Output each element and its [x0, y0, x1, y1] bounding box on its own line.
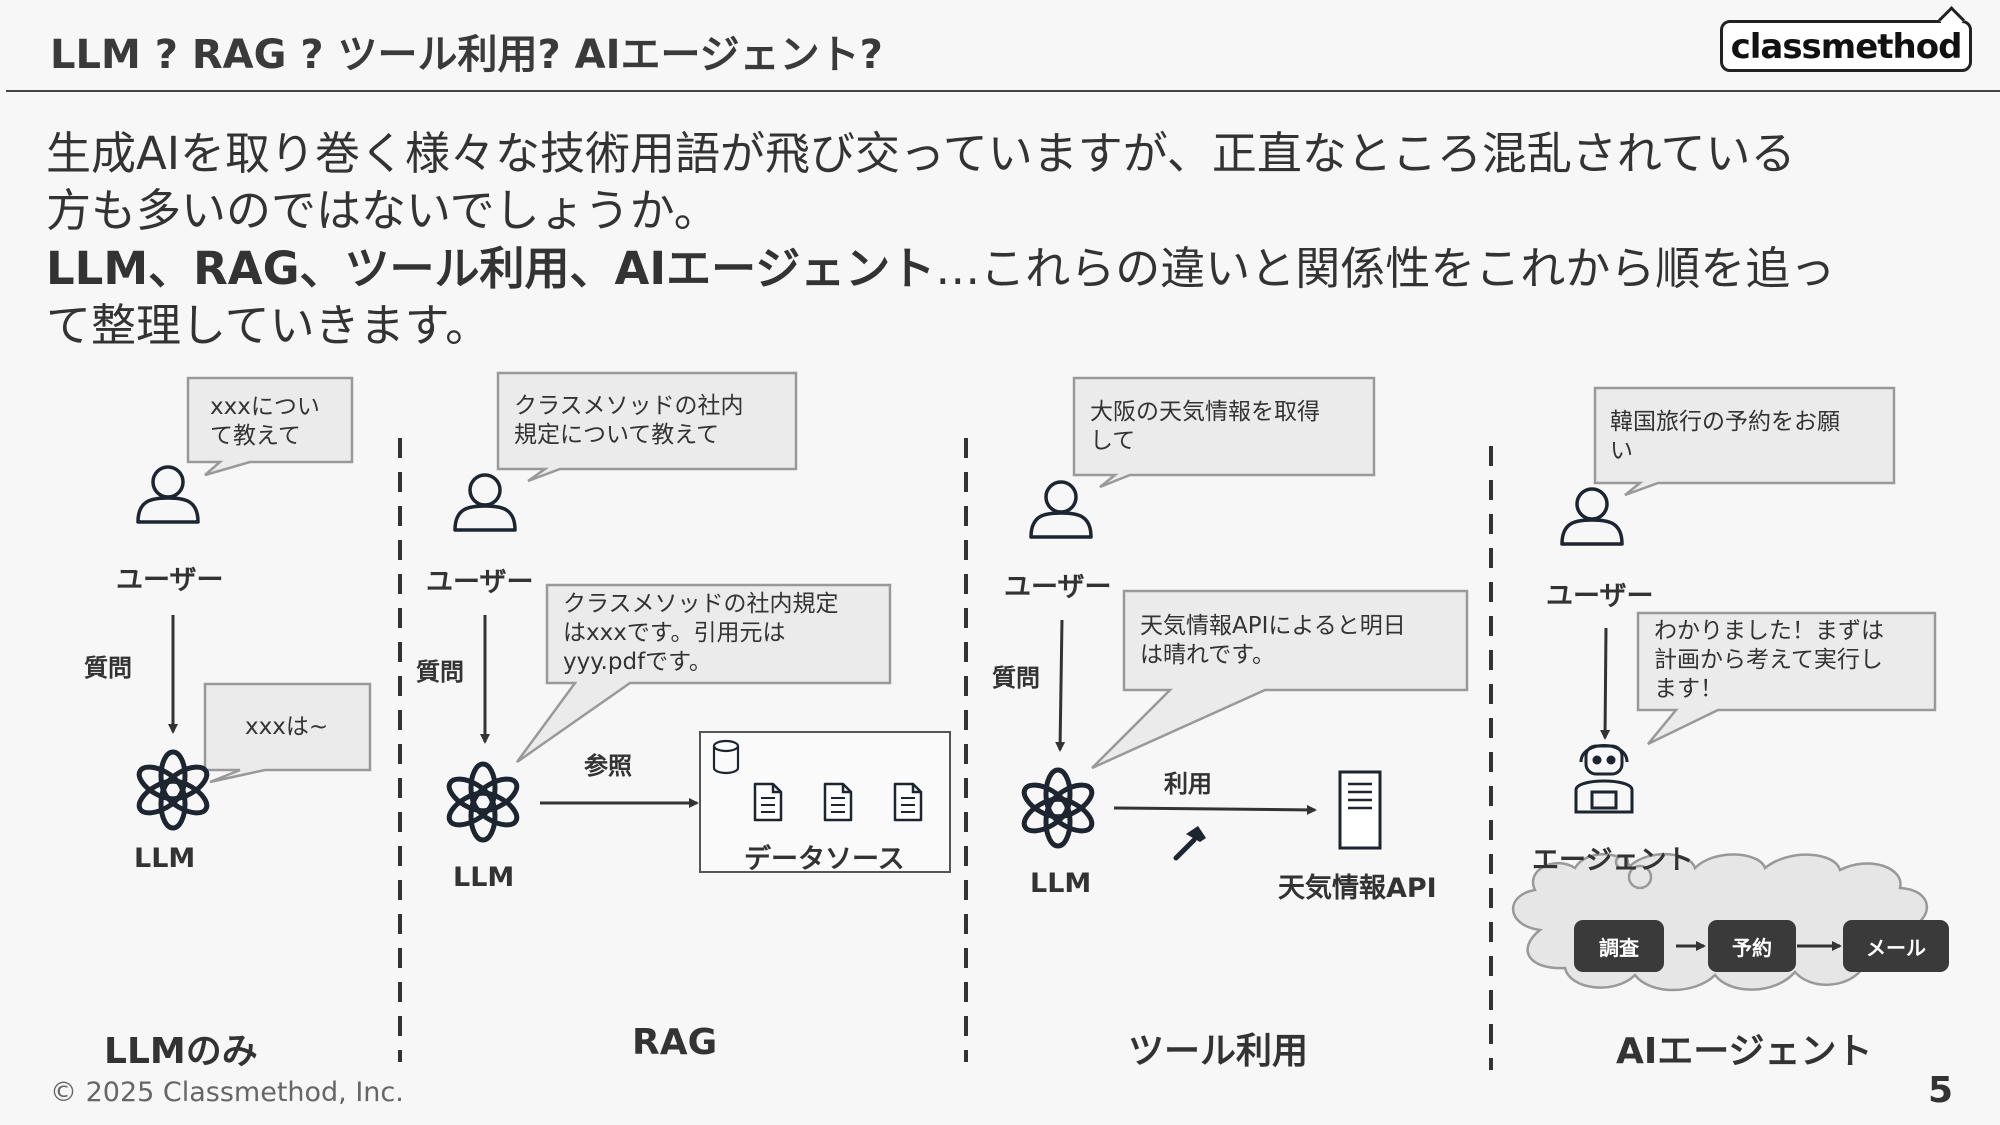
tool-use-arrow: [1113, 804, 1317, 815]
hammer-icon: [1173, 826, 1206, 861]
weather-api-label: 天気情報API: [1278, 873, 1437, 904]
rag-model-label: LLM: [453, 862, 515, 893]
step-research: 調査: [1574, 920, 1664, 972]
rag-openai-icon: [444, 764, 522, 840]
tool-use-label: 利用: [1164, 770, 1212, 798]
tool-llm-bubble: [1091, 589, 1469, 770]
copyright: © 2025 Classmethod, Inc.: [50, 1077, 404, 1108]
document-icon-3: [893, 782, 923, 822]
tool-user-bubble: [1072, 376, 1376, 489]
agent-request-arrow: [1600, 627, 1611, 740]
agent-user-label: ユーザー: [1546, 581, 1654, 612]
rag-llm-bubble: [515, 583, 892, 764]
intro-terms: LLM、RAG、ツール利用、AIエージェント: [46, 242, 936, 295]
document-icon-1: [753, 782, 783, 822]
step-email: メール: [1843, 920, 1949, 972]
tool-model-label: LLM: [1030, 868, 1092, 899]
intro-line-3: LLM、RAG、ツール利用、AIエージェント…これらの違いと関係性をこれから順を…: [46, 241, 1835, 297]
agent-robot-icon: [1574, 744, 1634, 814]
agent-user-icon: [1560, 487, 1624, 546]
api-server-icon: [1338, 770, 1382, 850]
intro-line-2: 方も多いのではないでしょうか。: [46, 184, 719, 237]
rag-user-bubble-text: クラスメソッドの社内 規定について教えて: [514, 393, 744, 448]
page-number: 5: [1928, 1070, 1954, 1111]
llm-only-user-bubble-text: xxxについ て教えて: [210, 394, 320, 449]
rag-reference-label: 参照: [584, 752, 632, 780]
logo-text: classmethod: [1730, 27, 1963, 67]
agent-user-bubble: [1593, 386, 1896, 497]
llm-only-user-bubble: [186, 376, 354, 477]
llm-only-user-label: ユーザー: [116, 565, 224, 596]
tool-openai-icon: [1019, 770, 1097, 846]
agent-reply-bubble-text: わかりました！まずは 計画から考えて実行し ます！: [1654, 618, 1884, 702]
tool-user-icon: [1029, 480, 1093, 539]
rag-user-bubble: [496, 371, 798, 483]
rag-question-label: 質問: [416, 658, 464, 686]
classmethod-logo: classmethod: [1720, 6, 1972, 72]
rag-user-icon: [453, 473, 517, 532]
database-icon: [712, 739, 740, 775]
llm-only-model-label: LLM: [134, 843, 196, 874]
intro-line-1: 生成AIを取り巻く様々な技術用語が飛び交っていますが、正直なところ混乱されている: [46, 127, 1796, 180]
tool-user-bubble-text: 大阪の天気情報を取得 して: [1090, 399, 1320, 454]
header-divider: [6, 90, 2000, 92]
llm-only-llm-bubble-text: xxxは~: [245, 714, 329, 740]
agent-user-bubble-text: 韓国旅行の予約をお願 い: [1610, 409, 1840, 464]
step-reserve: 予約: [1708, 920, 1796, 972]
tool-question-arrow: [1055, 619, 1066, 752]
tool-user-label: ユーザー: [1004, 572, 1112, 603]
llm-only-llm-bubble: [203, 682, 372, 784]
document-icon-2: [823, 782, 853, 822]
tool-question-label: 質問: [992, 664, 1040, 692]
tool-use-title: ツール利用: [1128, 1031, 1309, 1072]
rag-user-label: ユーザー: [426, 567, 534, 598]
llm-only-openai-icon: [134, 752, 212, 828]
datasource-label: データソース: [744, 844, 905, 875]
intro-line-4: て整理していきます。: [46, 299, 491, 352]
slide-title: LLM ? RAG ? ツール利用? AIエージェント?: [50, 32, 883, 78]
rag-title: RAG: [632, 1022, 718, 1063]
tool-llm-bubble-text: 天気情報APIによると明日 は晴れです。: [1140, 613, 1406, 668]
llm-only-title: LLMのみ: [104, 1031, 258, 1072]
rag-llm-bubble-text: クラスメソッドの社内規定 はxxxです。引用元は yyy.pdfです。: [563, 591, 839, 675]
llm-only-user-icon: [136, 465, 200, 524]
agent-reply-bubble: [1636, 611, 1937, 746]
agent-label: エージェント: [1532, 845, 1694, 876]
ai-agent-title: AIエージェント: [1616, 1031, 1873, 1072]
llm-only-question-label: 質問: [84, 654, 132, 682]
intro-line-3-rest: …これらの違いと関係性をこれから順を追っ: [935, 242, 1836, 295]
